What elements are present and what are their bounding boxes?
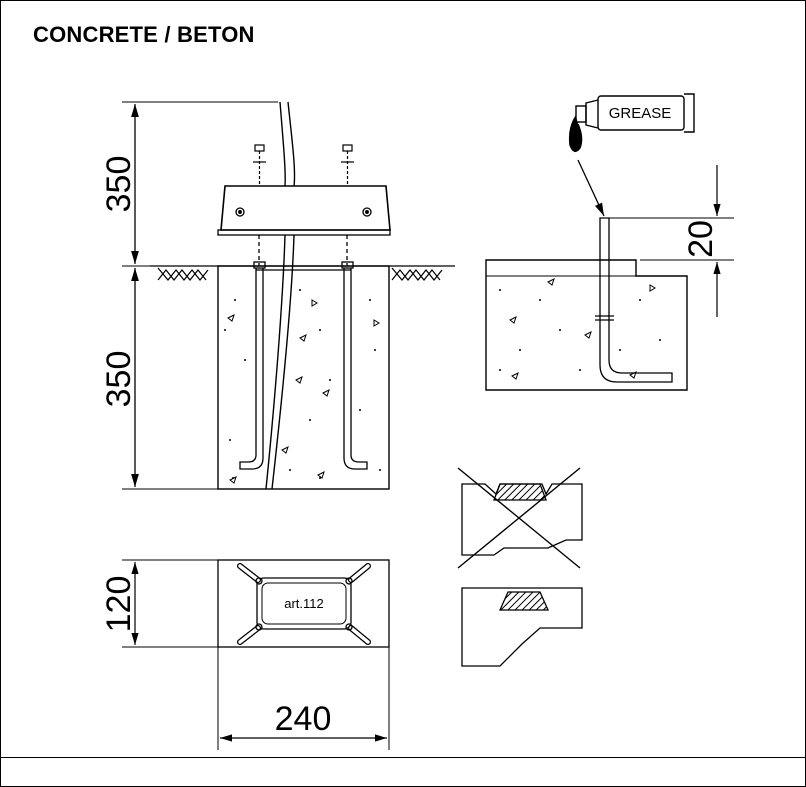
anchor-bolt-left bbox=[239, 235, 266, 470]
slab-aggregate bbox=[499, 289, 661, 371]
concrete-aggregate bbox=[224, 289, 381, 479]
correct-installation-detail bbox=[461, 587, 583, 667]
concrete-triangles bbox=[227, 299, 380, 484]
dim-ring-20: 20 bbox=[682, 220, 720, 258]
plan-foundation bbox=[217, 559, 390, 648]
grease-tube-icon bbox=[568, 93, 695, 153]
slab-triangles bbox=[509, 278, 656, 380]
wrong-installation-detail bbox=[457, 467, 583, 569]
anchor-bolt-right bbox=[341, 235, 368, 470]
dim-top-350: 350 bbox=[100, 156, 138, 213]
anchor-rod bbox=[595, 217, 673, 383]
dim-plan-240: 240 bbox=[275, 700, 332, 738]
page-title: CONCRETE / BETON bbox=[33, 22, 255, 47]
concrete-slab bbox=[485, 259, 688, 391]
side-elevation bbox=[122, 101, 455, 490]
tube-label: GREASE bbox=[609, 105, 672, 122]
cable bbox=[271, 101, 296, 490]
dim-plan-120: 120 bbox=[100, 576, 138, 633]
bottom-divider bbox=[0, 757, 806, 758]
plan-view bbox=[122, 559, 390, 750]
dim-bottom-350: 350 bbox=[100, 351, 138, 408]
ground-hatch-left bbox=[157, 267, 209, 281]
ground-hatch-right bbox=[391, 267, 443, 281]
concrete-foundation bbox=[217, 265, 390, 490]
bolt-right bbox=[341, 144, 354, 186]
bolt-left bbox=[253, 144, 266, 186]
grease-detail bbox=[485, 93, 734, 391]
base-plate bbox=[256, 577, 352, 630]
plate-label: art.112 bbox=[284, 596, 324, 611]
